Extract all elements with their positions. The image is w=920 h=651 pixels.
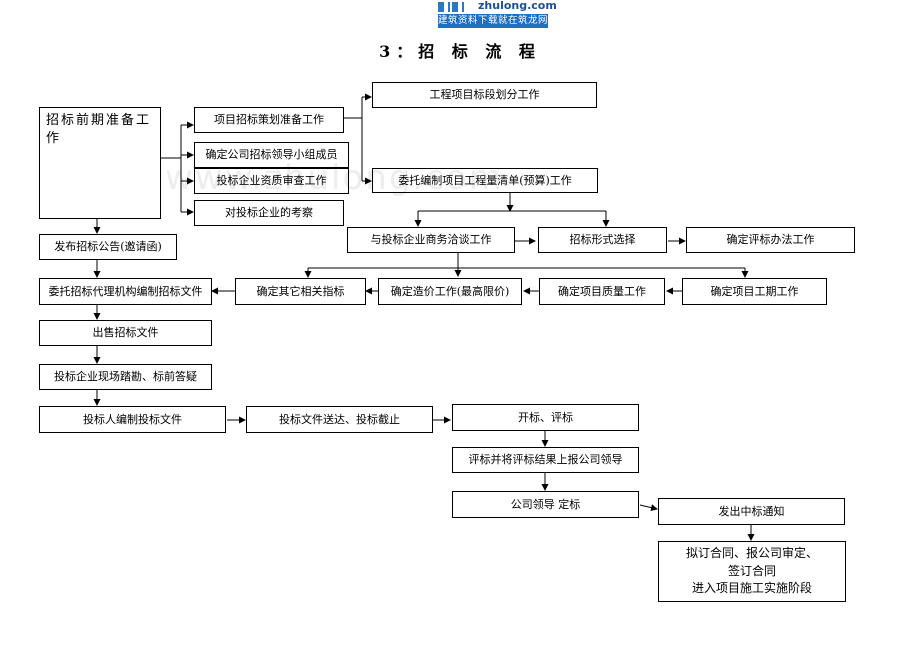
box-duration: 确定项目工期工作 (682, 278, 827, 305)
watermark: www.zhulong.com (165, 158, 504, 198)
box-report: 评标并将评标结果上报公司领导 (452, 447, 639, 473)
box-sell: 出售招标文件 (39, 320, 212, 346)
box-section: 工程项目标段划分工作 (372, 82, 597, 108)
box-price: 确定造价工作(最高限价) (378, 278, 522, 305)
logo-site: zhulong.com (478, 0, 557, 12)
box-agency: 委托招标代理机构编制招标文件 (39, 278, 212, 305)
box-award: 发出中标通知 (658, 498, 845, 525)
box-qual: 投标企业资质审查工作 (194, 168, 349, 194)
box-plan: 项目招标策划准备工作 (194, 107, 344, 133)
box-site: 投标企业现场踏勘、标前答疑 (39, 364, 212, 390)
box-final-line-3: 进入项目施工实施阶段 (691, 581, 812, 596)
page-title: 3：招 标 流 程 (379, 42, 541, 61)
box-final: 拟订合同、报公司审定、 签订合同 进入项目施工实施阶段 (658, 541, 846, 602)
box-decide: 公司领导 定标 (452, 491, 639, 518)
logo-mark-icon (438, 0, 464, 14)
box-negotiate: 与投标企业商务洽谈工作 (347, 227, 515, 253)
logo-tagline: 建筑资料下载就在筑龙网 (438, 14, 549, 28)
box-group: 确定公司招标领导小组成员 (194, 142, 349, 168)
box-deliver: 投标文件送达、投标截止 (246, 406, 433, 433)
box-bq: 委托编制项目工程量清单(预算)工作 (372, 168, 598, 193)
box-final-line-2: 签订合同 (727, 563, 776, 578)
box-prep: 招标前期准备工作 (39, 107, 161, 219)
box-open: 开标、评标 (452, 404, 639, 431)
box-prepare: 投标人编制投标文件 (39, 406, 226, 433)
box-notice: 发布招标公告(邀请函) (39, 234, 177, 260)
box-inspect: 对投标企业的考察 (194, 200, 344, 226)
box-final-line-1: 拟订合同、报公司审定、 (685, 546, 818, 561)
box-form: 招标形式选择 (538, 227, 667, 253)
box-evalmethod: 确定评标办法工作 (686, 227, 855, 253)
zhulong-logo: zhulong.com 建筑资料下载就在筑龙网 (438, 0, 557, 30)
box-quality: 确定项目质量工作 (539, 278, 665, 305)
box-otherindex: 确定其它相关指标 (235, 278, 366, 305)
